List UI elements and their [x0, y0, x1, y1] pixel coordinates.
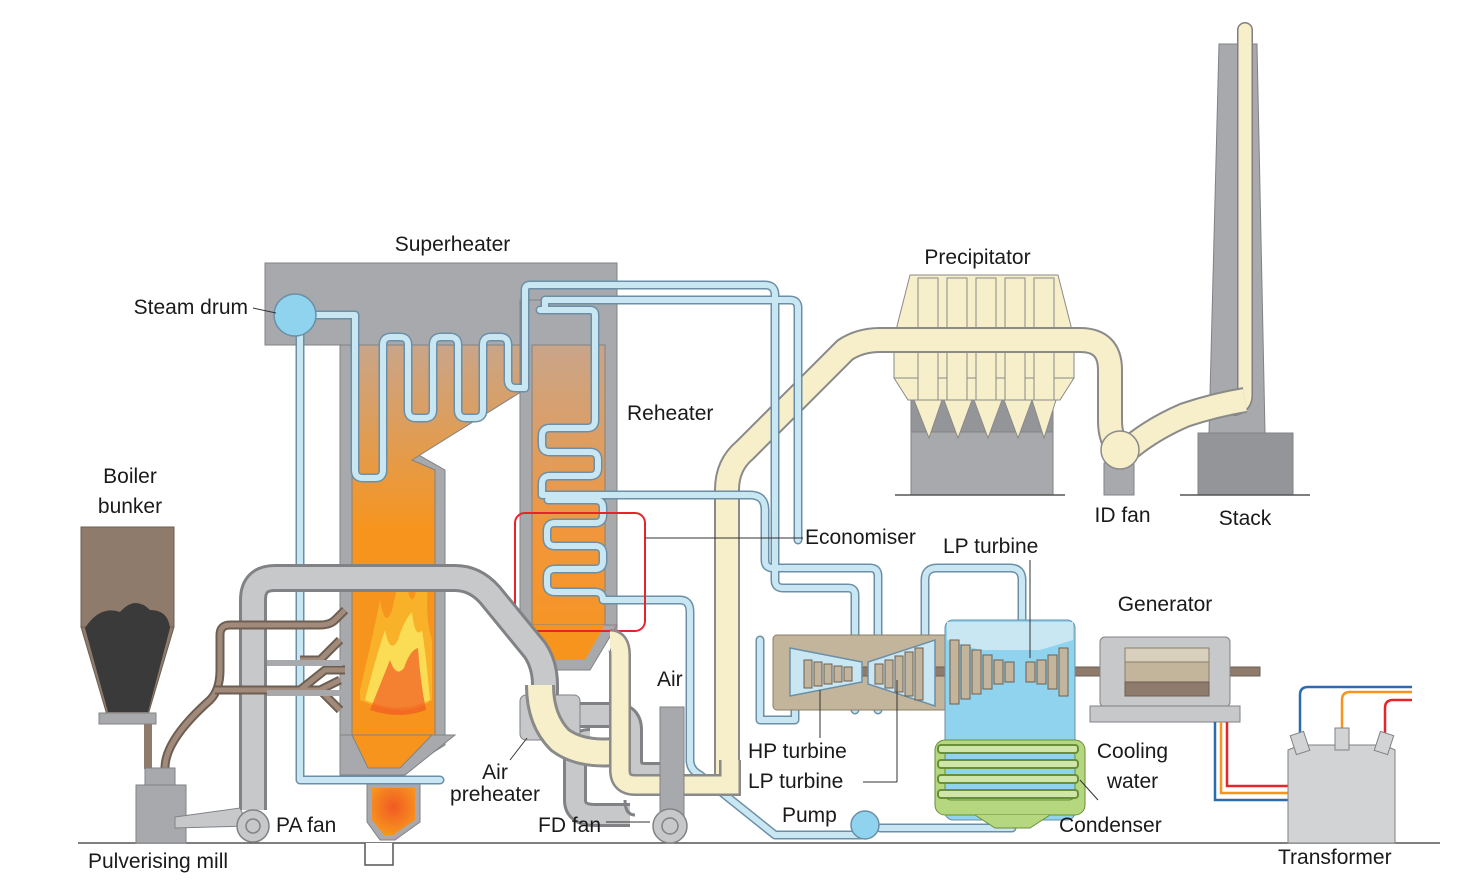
leader-lines — [252, 307, 1099, 823]
hp-turbine-label: HP turbine — [748, 740, 847, 763]
power-wires — [1213, 685, 1412, 802]
flue-gas-duct — [714, 327, 1248, 780]
pa-fan-label: PA fan — [276, 814, 337, 837]
precipitator — [893, 274, 1075, 496]
air-preheater — [519, 629, 741, 796]
boiler-bunker-label-line2: bunker — [97, 495, 163, 518]
stack — [1197, 22, 1294, 496]
transformer — [1287, 727, 1396, 844]
steam-pipes — [295, 280, 1027, 840]
air-preheater-label-line1: Air — [482, 761, 508, 784]
pulverising-mill — [135, 767, 187, 844]
air-preheater-label-line2: preheater — [450, 783, 540, 806]
air-label: Air — [657, 668, 683, 691]
lp-turbine — [949, 639, 1069, 705]
generator — [1089, 636, 1241, 723]
pa-fan — [174, 660, 342, 843]
stack-label: Stack — [1218, 507, 1272, 530]
pulverising-mill-label: Pulverising mill — [88, 850, 229, 873]
precipitator-label: Precipitator — [924, 246, 1031, 269]
fd-fan-label: FD fan — [538, 814, 602, 837]
condenser-label: Condenser — [1059, 814, 1162, 837]
superheater-label: Superheater — [394, 233, 511, 256]
transformer-label: Transformer — [1278, 846, 1392, 869]
ground-line — [78, 842, 1440, 866]
lp-turbine-bottom-label: LP turbine — [748, 770, 844, 793]
economiser-highlight — [514, 512, 646, 632]
economiser-label: Economiser — [805, 526, 916, 549]
furnace-flames — [360, 575, 432, 715]
cooling-water-label-line1: Cooling — [1096, 740, 1169, 763]
boiler-bunker-label-line1: Boiler — [103, 465, 157, 488]
generator-label: Generator — [1117, 593, 1213, 616]
pump — [850, 810, 880, 840]
lp-turbine-top-label: LP turbine — [943, 535, 1039, 558]
ip-lp-turbine-small — [867, 638, 936, 708]
id-fan — [1100, 430, 1140, 496]
reheater-label: Reheater — [627, 402, 714, 425]
pump-label: Pump — [782, 804, 837, 827]
cooling-water-label-line2: water — [1106, 770, 1159, 793]
id-fan-label: ID fan — [1094, 504, 1151, 527]
fd-fan — [623, 706, 688, 844]
steam-drum-label: Steam drum — [133, 296, 248, 319]
hp-turbine — [789, 647, 863, 697]
steam-drum — [273, 293, 317, 337]
boiler-bunker — [80, 526, 175, 769]
